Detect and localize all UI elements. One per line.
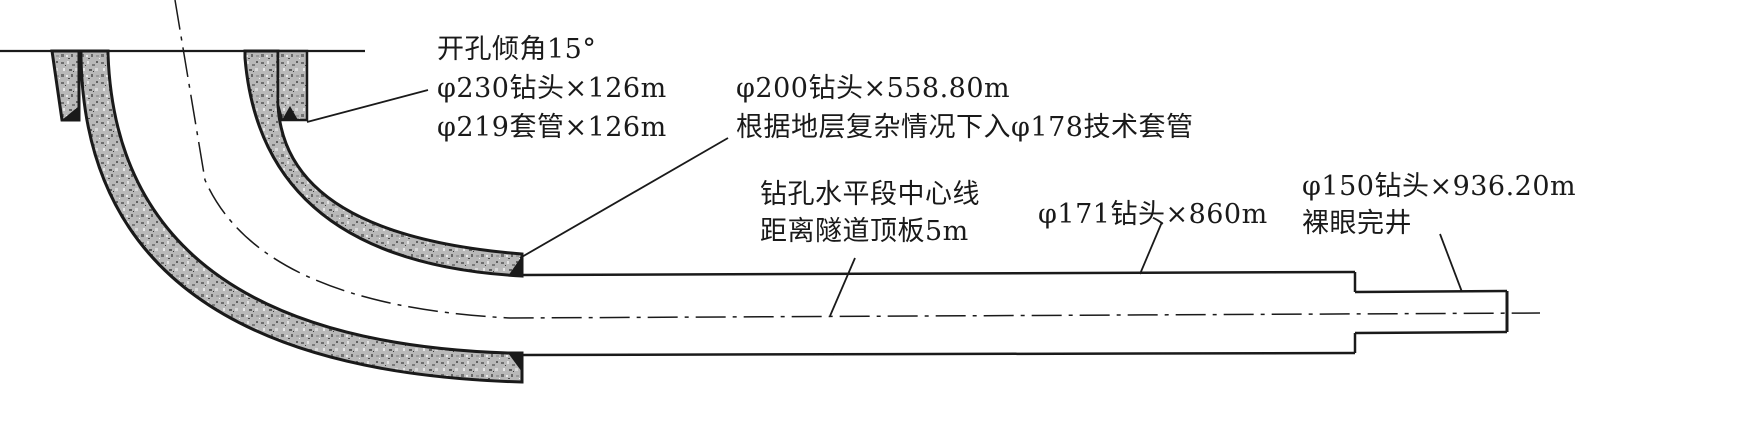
hole-phi150-top-wall bbox=[1354, 289, 1508, 294]
leader-stage1 bbox=[306, 89, 429, 123]
leader-stage4 bbox=[1439, 233, 1463, 293]
casing-shoe-inner bbox=[276, 49, 309, 122]
label-stage3-bit: φ171钻头×860m bbox=[1038, 199, 1268, 230]
label-stage1-bit: φ230钻头×126m bbox=[437, 73, 667, 104]
label-opening-angle: 开孔倾角15° bbox=[437, 34, 597, 65]
technical-casing-shoe-top-dark bbox=[508, 256, 522, 276]
leader-stage2 bbox=[519, 137, 729, 259]
label-stage2-casing-note: 根据地层复杂情况下入φ178技术套管 bbox=[736, 112, 1194, 143]
hole-phi171-bottom-wall bbox=[521, 351, 1356, 357]
label-stage2-bit: φ200钻头×558.80m bbox=[736, 73, 1011, 104]
label-centerline-distance: 距离隧道顶板5m bbox=[760, 216, 969, 247]
hole-phi150-bottom-wall bbox=[1354, 330, 1508, 335]
label-stage4-completion: 裸眼完井 bbox=[1302, 208, 1412, 239]
borehole-centerline bbox=[174, 0, 1541, 319]
label-centerline-title: 钻孔水平段中心线 bbox=[760, 179, 980, 210]
casing-shoe-right-dark bbox=[282, 106, 298, 120]
casing-shoe-left-dark bbox=[62, 106, 79, 120]
label-stage4-bit: φ150钻头×936.20m bbox=[1302, 171, 1577, 202]
leader-centerline bbox=[829, 257, 856, 317]
leader-stage3 bbox=[1139, 221, 1163, 275]
label-stage1-casing: φ219套管×126m bbox=[437, 112, 667, 143]
hole-phi171-top-wall bbox=[521, 270, 1356, 277]
technical-casing-shoe-bottom-dark bbox=[508, 353, 522, 372]
